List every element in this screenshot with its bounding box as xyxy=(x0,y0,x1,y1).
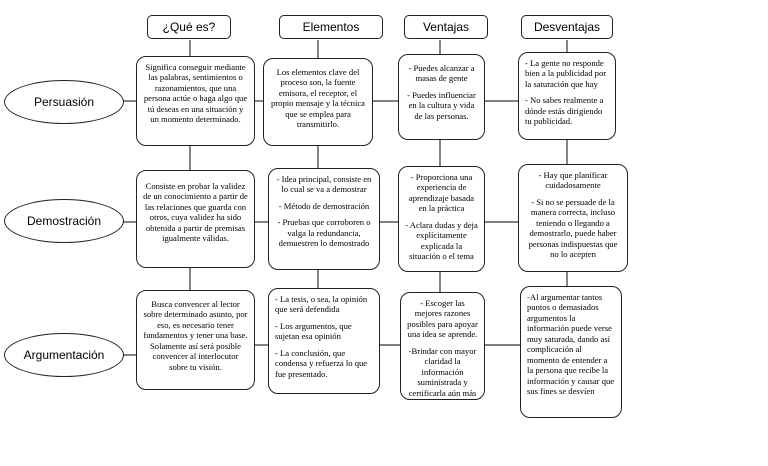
persuasion-que-es-text: Significa conseguir mediante las palabra… xyxy=(143,62,248,125)
demostracion-elementos-item-1: - Idea principal, consiste en lo cual se… xyxy=(276,174,372,195)
argumentacion-que-es: Busca convencer al lector sobre determin… xyxy=(136,290,255,390)
persuasion-ventajas-item-1: - Puedes alcanzar a masas de gente xyxy=(408,63,475,84)
header-elementos: Elementos xyxy=(279,15,383,39)
row-label-argumentacion-text: Argumentación xyxy=(23,348,105,362)
header-elementos-label: Elementos xyxy=(302,20,360,34)
argumentacion-ventajas-item-1: - Escoger las mejores razones posibles p… xyxy=(407,298,478,340)
row-label-demostracion-text: Demostración xyxy=(26,214,102,228)
header-que-es-label: ¿Qué es? xyxy=(162,20,216,34)
persuasion-que-es: Significa conseguir mediante las palabra… xyxy=(136,56,255,146)
header-ventajas-label: Ventajas xyxy=(422,20,470,34)
demostracion-ventajas-item-2: - Aclara dudas y deja explícitamente exp… xyxy=(405,219,478,262)
demostracion-desventajas-item-1: - Hay que planificar cuidadosamente xyxy=(538,170,608,191)
demostracion-elementos-item-3: - Pruebas que corroboren o valga la redu… xyxy=(277,217,371,249)
row-label-argumentacion: Argumentación xyxy=(4,333,124,377)
persuasion-ventajas-item-2: - Puedes influenciar en la cultura y vid… xyxy=(407,89,476,121)
demostracion-desventajas-item-2: - Si no se persuade de la manera correct… xyxy=(528,196,618,260)
demostracion-desventajas: - Hay que planificar cuidadosamente - Si… xyxy=(518,164,628,272)
persuasion-elementos-text: Los elementos clave del proceso son, la … xyxy=(270,67,365,130)
argumentacion-elementos-item-3: - La conclusión, que condensa y refuerza… xyxy=(275,347,368,379)
argumentacion-elementos: - La tesis, o sea, la opinión que será d… xyxy=(268,288,380,394)
argumentacion-desventajas: -Al argumentar tantos puntos o demasiado… xyxy=(520,286,622,418)
persuasion-elementos: Los elementos clave del proceso son, la … xyxy=(263,58,373,146)
persuasion-ventajas: - Puedes alcanzar a masas de gente - Pue… xyxy=(398,54,485,140)
argumentacion-elementos-item-1: - La tesis, o sea, la opinión que será d… xyxy=(275,294,368,315)
argumentacion-desventajas-text: -Al argumentar tantos puntos o demasiado… xyxy=(527,292,615,397)
persuasion-desventajas-item-2: - No sabes realmente a dónde estás dirig… xyxy=(525,95,604,127)
row-label-persuasion-text: Persuasión xyxy=(33,95,95,109)
row-label-demostracion: Demostración xyxy=(4,199,124,243)
demostracion-ventajas-item-1: - Proporciona una experiencia de aprendi… xyxy=(408,172,475,214)
demostracion-elementos: - Idea principal, consiste en lo cual se… xyxy=(268,168,380,270)
header-desventajas: Desventajas xyxy=(521,15,613,39)
argumentacion-elementos-item-2: - Los argumentos, que sujetan esa opinió… xyxy=(275,320,352,342)
header-desventajas-label: Desventajas xyxy=(533,20,601,34)
argumentacion-ventajas: - Escoger las mejores razones posibles p… xyxy=(400,292,485,400)
header-ventajas: Ventajas xyxy=(404,15,488,39)
persuasion-desventajas: - La gente no responde bien a la publici… xyxy=(518,52,616,140)
argumentacion-que-es-text: Busca convencer al lector sobre determin… xyxy=(143,299,248,372)
header-que-es: ¿Qué es? xyxy=(147,15,231,39)
row-label-persuasion: Persuasión xyxy=(4,80,124,124)
demostracion-elementos-item-2: - Método de demostración xyxy=(278,200,370,211)
demostracion-ventajas: - Proporciona una experiencia de aprendi… xyxy=(398,166,485,272)
persuasion-desventajas-item-1: - La gente no responde bien a la publici… xyxy=(525,58,607,89)
argumentacion-ventajas-item-2: -Brindar con mayor claridad la informaci… xyxy=(408,345,477,399)
demostracion-que-es: Consiste en probar la validez de un cono… xyxy=(136,170,255,268)
demostracion-que-es-text: Consiste en probar la validez de un cono… xyxy=(143,181,248,244)
